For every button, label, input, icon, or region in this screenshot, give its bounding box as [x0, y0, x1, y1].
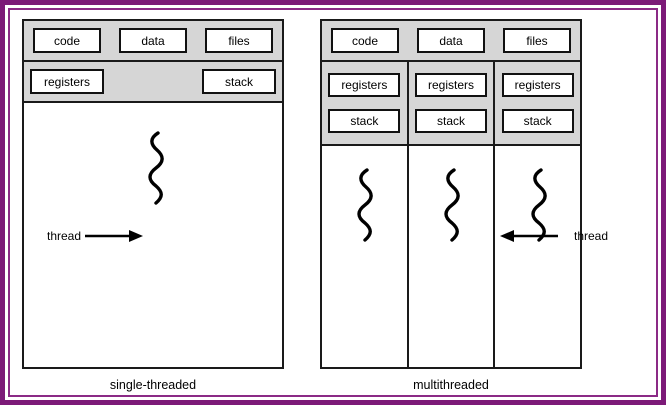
multi-resource-code: code [331, 28, 399, 53]
arrow-right-icon [85, 230, 144, 242]
thread-1-stack: stack [328, 108, 401, 133]
multi-thread-annotation-label: thread [574, 229, 609, 243]
thread-squiggle-icon [148, 131, 164, 205]
single-thread-context-row: registers stack [24, 62, 282, 103]
decorative-frame-gap [5, 5, 661, 400]
single-thread-registers: registers [30, 69, 104, 94]
thread-lane-2 [409, 146, 496, 367]
multi-thread-execution-area [322, 146, 580, 367]
single-thread-annotation: thread [47, 229, 144, 243]
thread-lane-3 [495, 146, 580, 367]
arrow-left-icon [500, 230, 558, 242]
single-resource-files: files [205, 28, 273, 53]
single-threaded-caption: single-threaded [109, 378, 197, 392]
thread-squiggle-icon [530, 168, 547, 242]
thread-context-2: registers stack [408, 62, 496, 144]
thread-2-registers: registers [415, 73, 487, 98]
thread-context-1: registers stack [322, 62, 409, 144]
multi-shared-resources-row: code data files [322, 21, 580, 62]
multi-resource-data: data [417, 28, 485, 53]
single-thread-stack: stack [202, 69, 276, 94]
multi-resource-files: files [503, 28, 571, 53]
thread-3-registers: registers [501, 73, 574, 98]
thread-3-stack: stack [501, 108, 574, 133]
thread-lane-1 [322, 146, 409, 367]
single-resource-code: code [33, 28, 101, 53]
single-threaded-process-panel: code data files registers stack [22, 19, 284, 369]
single-resource-data: data [119, 28, 187, 53]
single-shared-resources-row: code data files [24, 21, 282, 62]
single-thread-execution-area [24, 103, 282, 367]
thread-squiggle-icon [444, 168, 460, 242]
single-thread-annotation-label: thread [47, 229, 82, 243]
multi-thread-annotation: thread [500, 229, 609, 243]
thread-2-stack: stack [415, 108, 487, 133]
thread-squiggle-icon [357, 168, 374, 242]
multithreaded-process-panel: code data files registers stack register… [320, 19, 582, 369]
thread-context-3: registers stack [495, 62, 581, 144]
multithreaded-caption: multithreaded [413, 378, 489, 392]
multi-thread-context-row: registers stack registers stack register… [322, 62, 581, 146]
thread-1-registers: registers [328, 73, 401, 98]
